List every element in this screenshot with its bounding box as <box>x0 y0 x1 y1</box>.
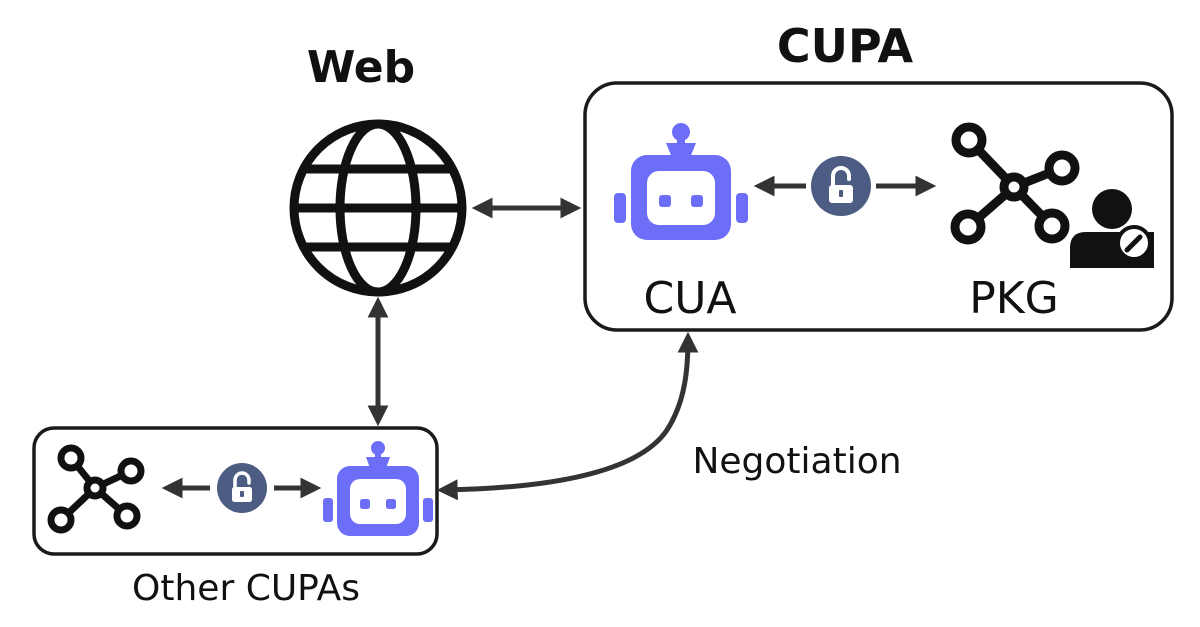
negotiation-arrow <box>436 331 699 501</box>
negotiation-label: Negotiation <box>692 441 902 482</box>
knowledge-graph-icon <box>47 444 145 534</box>
other-cupas-label: Other CUPAs <box>132 568 360 609</box>
cupa-box <box>583 81 1174 332</box>
web-title: Web <box>306 42 416 93</box>
robot-icon <box>323 441 433 536</box>
unlocked-padlock-icon <box>811 156 871 216</box>
cua-label: CUA <box>643 273 737 324</box>
pkg-label: PKG <box>969 273 1059 324</box>
globe-icon <box>289 119 467 297</box>
knowledge-graph-user-icon <box>950 122 1154 268</box>
robot-icon <box>614 123 748 240</box>
cupa-title: CUPA <box>776 19 914 73</box>
unlocked-padlock-icon <box>217 463 267 513</box>
